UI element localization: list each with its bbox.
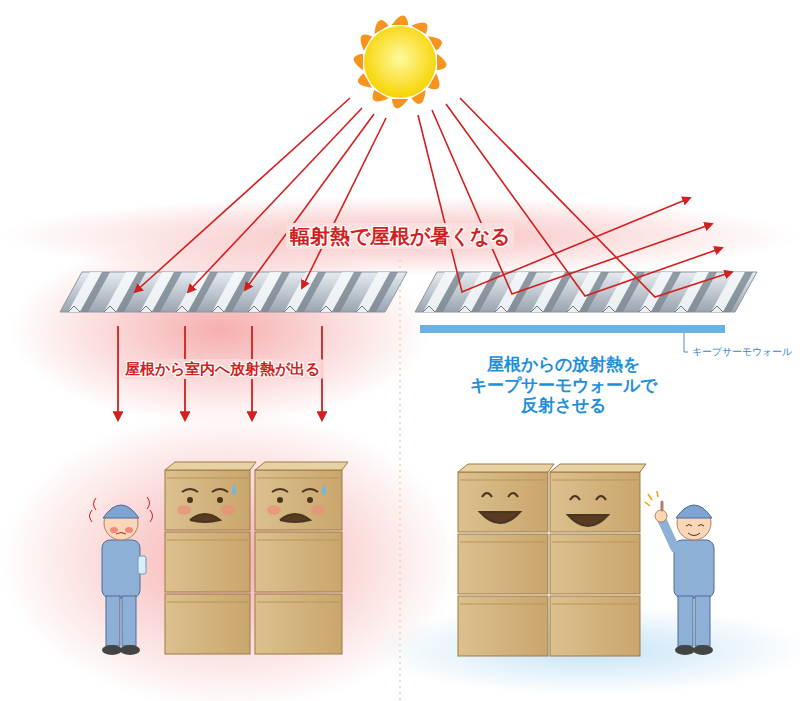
sun-petal xyxy=(392,16,409,25)
sun-petal xyxy=(437,54,446,71)
roof-ridge xyxy=(296,272,326,312)
box xyxy=(458,534,548,594)
roof-edge xyxy=(176,306,188,312)
reflected-rays xyxy=(418,98,732,297)
box xyxy=(165,594,250,654)
roof-ridge xyxy=(188,272,218,312)
box xyxy=(165,532,250,592)
roof-edge xyxy=(675,306,687,312)
roof-edge xyxy=(711,306,723,312)
box xyxy=(255,470,342,530)
roof-edge xyxy=(639,306,651,312)
sun-petals xyxy=(354,16,447,109)
roof-edge xyxy=(104,306,116,312)
roof-ridge xyxy=(260,272,290,312)
box xyxy=(458,472,548,532)
heading-label: 輻射熱で屋根が暑くなる xyxy=(286,223,514,249)
box xyxy=(255,594,342,654)
roof-ridge xyxy=(80,272,110,312)
roof-ridge xyxy=(368,272,398,312)
box xyxy=(550,472,640,532)
heat-rays xyxy=(135,98,386,292)
roof-edge xyxy=(531,306,543,312)
box xyxy=(255,532,342,592)
roof-ridge xyxy=(332,272,362,312)
roof-ridge xyxy=(116,272,146,312)
roof-edge xyxy=(567,306,579,312)
box xyxy=(165,470,250,530)
box-faces xyxy=(182,489,608,526)
roof-ridge xyxy=(615,272,645,312)
corrugated-roof xyxy=(415,272,757,312)
heading-label: 屋根からの放射熱を キープサーモウォールで 反射させる xyxy=(454,353,672,416)
corrugated-roof xyxy=(60,272,407,312)
roof-edge xyxy=(356,306,368,312)
sun xyxy=(364,26,436,98)
roof-edge xyxy=(495,306,507,312)
worker-happy xyxy=(645,491,714,655)
roof-edge xyxy=(603,306,615,312)
roof-edge xyxy=(284,306,296,312)
roof-edge xyxy=(68,306,80,312)
roof-ridge xyxy=(435,272,465,312)
roof-ridge xyxy=(723,272,753,312)
box xyxy=(458,596,548,656)
sun-petal xyxy=(392,99,409,108)
cardboard-boxes xyxy=(165,462,646,656)
roof-ridge xyxy=(152,272,182,312)
box xyxy=(550,596,640,656)
sun-petal xyxy=(354,54,363,71)
roof-sheet xyxy=(60,272,407,312)
roof-edge xyxy=(140,306,152,312)
roof-edge xyxy=(212,306,224,312)
worker-hot xyxy=(90,497,153,655)
roof-edge xyxy=(423,306,435,312)
roof-ridge xyxy=(651,272,681,312)
heading-label: 屋根から室内へ放射熱が出る xyxy=(121,359,324,379)
divider xyxy=(399,260,401,701)
thermo-wall-sheet xyxy=(420,325,725,333)
roof-edge xyxy=(320,306,332,312)
roof-ridge xyxy=(224,272,254,312)
roof-sheet xyxy=(415,272,757,312)
roof-edge xyxy=(248,306,260,312)
box xyxy=(550,534,640,594)
roof-edge xyxy=(459,306,471,312)
callout-label: キープサーモウォール xyxy=(688,345,796,359)
